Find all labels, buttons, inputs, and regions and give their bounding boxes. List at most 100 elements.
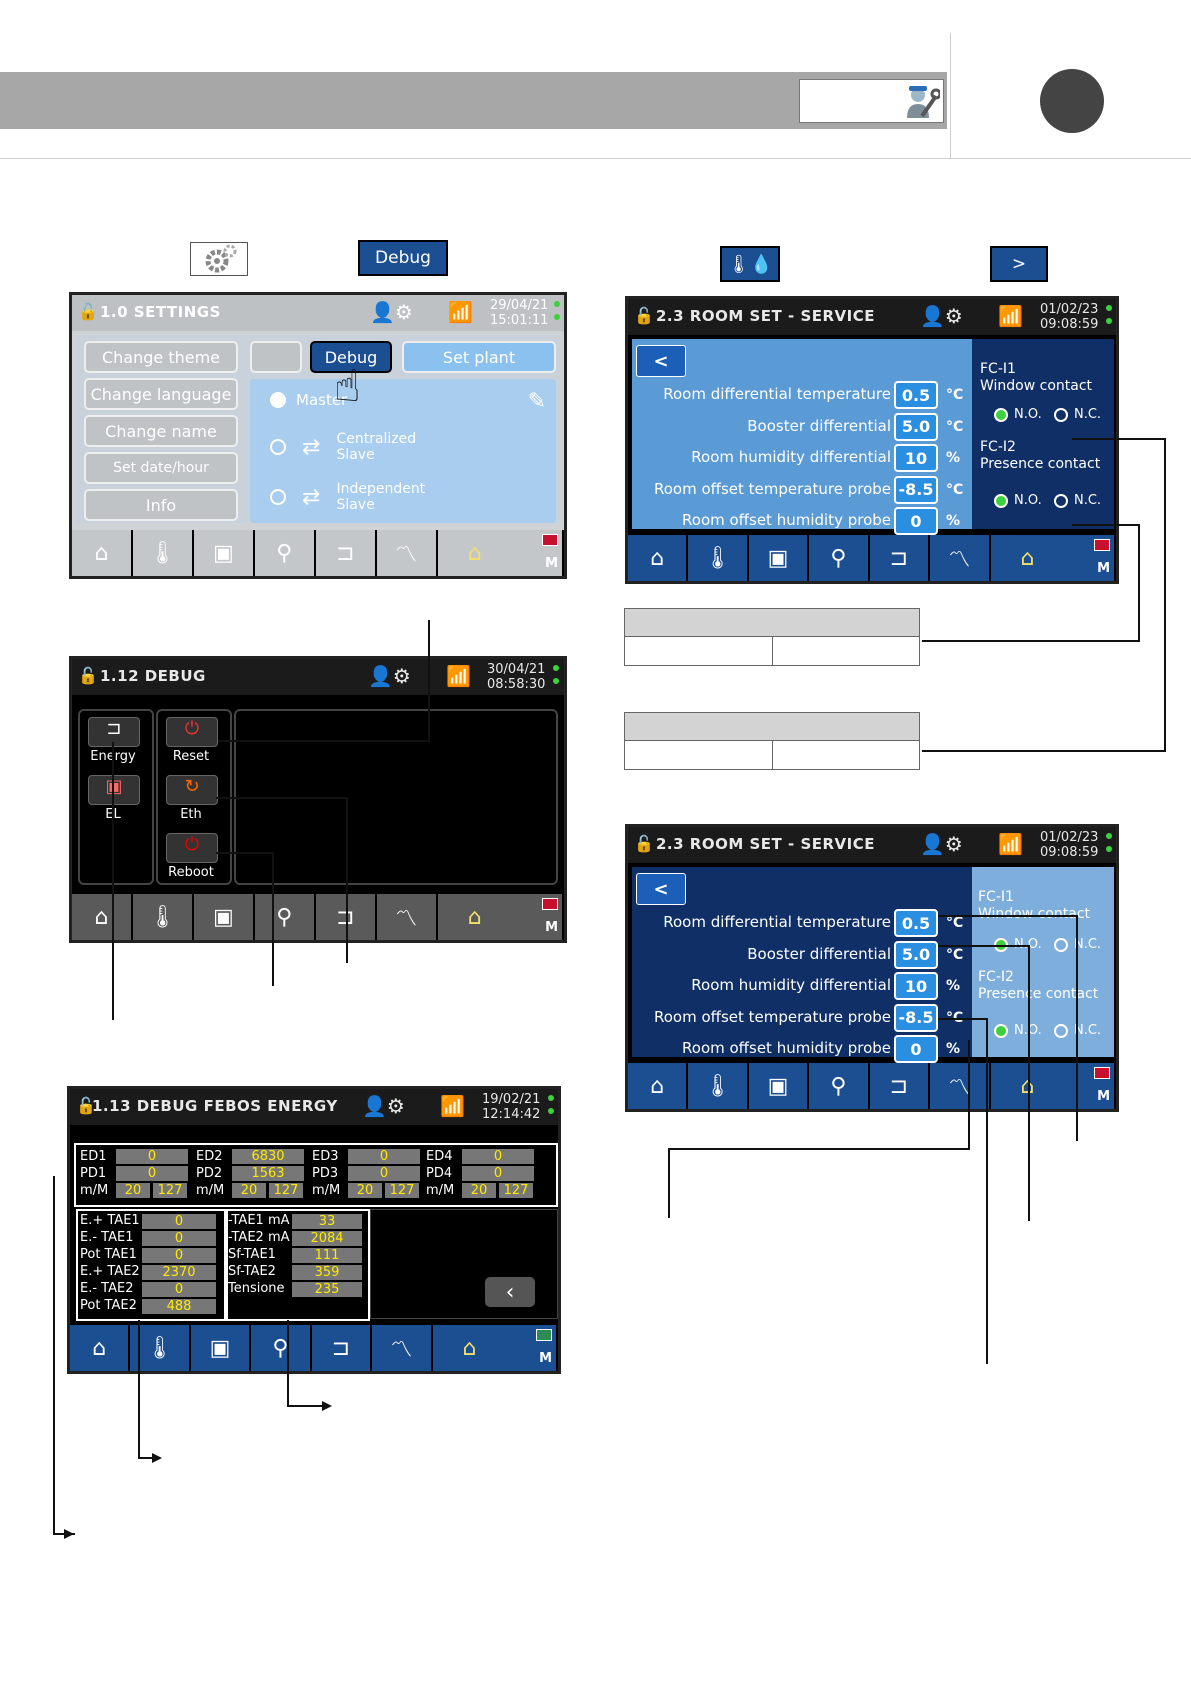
energy-plug-icon[interactable]: ⊐	[316, 530, 377, 576]
tab-debug[interactable]: Debug	[310, 341, 392, 373]
energy-tile[interactable]: ⊐	[88, 717, 140, 747]
radio[interactable]	[1054, 493, 1068, 508]
chart-icon[interactable]: 〽	[930, 535, 991, 581]
climate-icon[interactable]: 🌡	[130, 1325, 191, 1371]
slave-icon: ⇄	[302, 434, 321, 460]
reboot-tile[interactable]: ⏻	[166, 833, 218, 863]
param-label: Room offset humidity probe	[682, 1039, 891, 1057]
nav-bar: ⌂ 🌡 ▣ ⚲ ⊐ 〽 ⌂ M	[72, 530, 564, 576]
energy-plug-icon[interactable]: ⊐	[870, 1063, 931, 1109]
water-tap-icon[interactable]: ⚲	[809, 1063, 870, 1109]
param-value-field[interactable]: 10	[894, 444, 938, 472]
room-climate-button[interactable]: 🌡💧	[720, 246, 780, 282]
change-theme-button[interactable]: Change theme	[84, 341, 238, 373]
house-logo-icon[interactable]: ⌂	[991, 535, 1116, 581]
radio-selected[interactable]	[994, 407, 1008, 422]
edit-icon[interactable]: ✎	[527, 389, 546, 414]
fc2-nc-option[interactable]: N.C.	[1054, 493, 1101, 508]
back-button[interactable]: ‹	[485, 1277, 535, 1307]
chart-icon[interactable]: 〽	[377, 530, 438, 576]
eth-tile[interactable]: ↻	[166, 775, 218, 805]
chart-icon[interactable]: 〽	[372, 1325, 433, 1371]
fancoil-icon[interactable]: ▣	[191, 1325, 252, 1371]
chart-icon[interactable]: 〽	[377, 894, 438, 940]
minmax-value: 20	[348, 1183, 382, 1198]
param-value-field[interactable]: 0	[894, 1035, 938, 1063]
energy-plug-icon[interactable]: ⊐	[312, 1325, 373, 1371]
option-master[interactable]: Master	[270, 391, 347, 409]
radio-selected[interactable]	[994, 937, 1008, 952]
home-icon[interactable]: ⌂	[70, 1325, 131, 1371]
param-value-field[interactable]: 10	[894, 972, 938, 1000]
house-logo-icon[interactable]: ⌂	[438, 894, 564, 940]
set-date-hour-button[interactable]: Set date/hour	[84, 452, 238, 484]
el-tile[interactable]: ▣	[88, 775, 140, 805]
param-unit: °C	[946, 387, 964, 403]
change-name-button[interactable]: Change name	[84, 415, 238, 447]
radio[interactable]	[270, 489, 286, 505]
energy-plug-icon[interactable]: ⊐	[316, 894, 377, 940]
climate-icon[interactable]: 🌡	[688, 1063, 749, 1109]
reset-tile[interactable]: ⏻	[166, 717, 218, 747]
fc1-no-option[interactable]: N.O.	[994, 407, 1042, 422]
fc2-no-option[interactable]: N.O.	[994, 1023, 1042, 1038]
fc2-nc-option[interactable]: N.C.	[1054, 1023, 1101, 1038]
channel-label: ED3	[312, 1149, 339, 1164]
callout-line	[968, 1040, 970, 1150]
home-icon[interactable]: ⌂	[628, 1063, 689, 1109]
water-tap-icon[interactable]: ⚲	[251, 1325, 312, 1371]
fancoil-icon[interactable]: ▣	[194, 530, 255, 576]
fc1-nc-option[interactable]: N.C.	[1054, 407, 1101, 422]
fancoil-icon[interactable]: ▣	[749, 1063, 810, 1109]
house-logo-icon[interactable]: ⌂	[433, 1325, 558, 1371]
home-icon[interactable]: ⌂	[628, 535, 689, 581]
home-icon[interactable]: ⌂	[72, 894, 133, 940]
home-icon[interactable]: ⌂	[72, 530, 133, 576]
screen-title: 2.3 ROOM SET - SERVICE	[656, 307, 875, 325]
fc1-nc-option[interactable]: N.C.	[1054, 937, 1101, 952]
blank-tab[interactable]	[250, 341, 302, 373]
option-independent-slave[interactable]: ⇄Independent Slave	[270, 481, 470, 513]
tae-left-panel	[76, 1209, 226, 1321]
param-value-field[interactable]: 5.0	[894, 940, 938, 969]
channel-value: 0	[348, 1149, 420, 1164]
climate-icon[interactable]: 🌡	[133, 530, 194, 576]
param-value-field[interactable]: 0	[894, 507, 938, 535]
water-tap-icon[interactable]: ⚲	[809, 535, 870, 581]
climate-icon[interactable]: 🌡	[133, 894, 194, 940]
callout-line	[138, 1320, 140, 1458]
house-logo-icon[interactable]: ⌂	[438, 530, 564, 576]
next-button[interactable]: >	[990, 246, 1048, 282]
radio[interactable]	[1054, 937, 1068, 952]
param-value-field[interactable]: -8.5	[894, 1003, 938, 1032]
energy-plug-icon[interactable]: ⊐	[870, 535, 931, 581]
back-button[interactable]: <	[636, 345, 686, 377]
chart-icon[interactable]: 〽	[930, 1063, 991, 1109]
radio[interactable]	[1054, 1023, 1068, 1038]
radio-selected[interactable]	[994, 1023, 1008, 1038]
radio-selected[interactable]	[994, 493, 1008, 508]
house-logo-icon[interactable]: ⌂	[991, 1063, 1116, 1109]
radio[interactable]	[1054, 407, 1068, 422]
fancoil-icon[interactable]: ▣	[194, 894, 255, 940]
param-value-field[interactable]: 0.5	[894, 909, 938, 937]
param-value-field[interactable]: 5.0	[894, 412, 938, 441]
tab-set-plant[interactable]: Set plant	[402, 341, 556, 373]
param-value-field[interactable]: 0.5	[894, 381, 938, 409]
back-button[interactable]: <	[636, 873, 686, 905]
fc1-no-option[interactable]: N.O.	[994, 937, 1042, 952]
water-tap-icon[interactable]: ⚲	[255, 530, 316, 576]
info-button[interactable]: Info	[84, 489, 238, 521]
climate-icon[interactable]: 🌡	[688, 535, 749, 581]
water-tap-icon[interactable]: ⚲	[255, 894, 316, 940]
fancoil-icon[interactable]: ▣	[749, 535, 810, 581]
fc2-no-option[interactable]: N.O.	[994, 493, 1042, 508]
settings-gear-button[interactable]	[190, 242, 248, 276]
debug-button[interactable]: Debug	[358, 240, 448, 276]
param-value-field[interactable]: -8.5	[894, 475, 938, 504]
radio[interactable]	[270, 439, 286, 455]
change-language-button[interactable]: Change language	[84, 378, 238, 410]
radio-selected[interactable]	[270, 392, 286, 408]
option-centralized-slave[interactable]: ⇄Centralized Slave	[270, 431, 470, 463]
